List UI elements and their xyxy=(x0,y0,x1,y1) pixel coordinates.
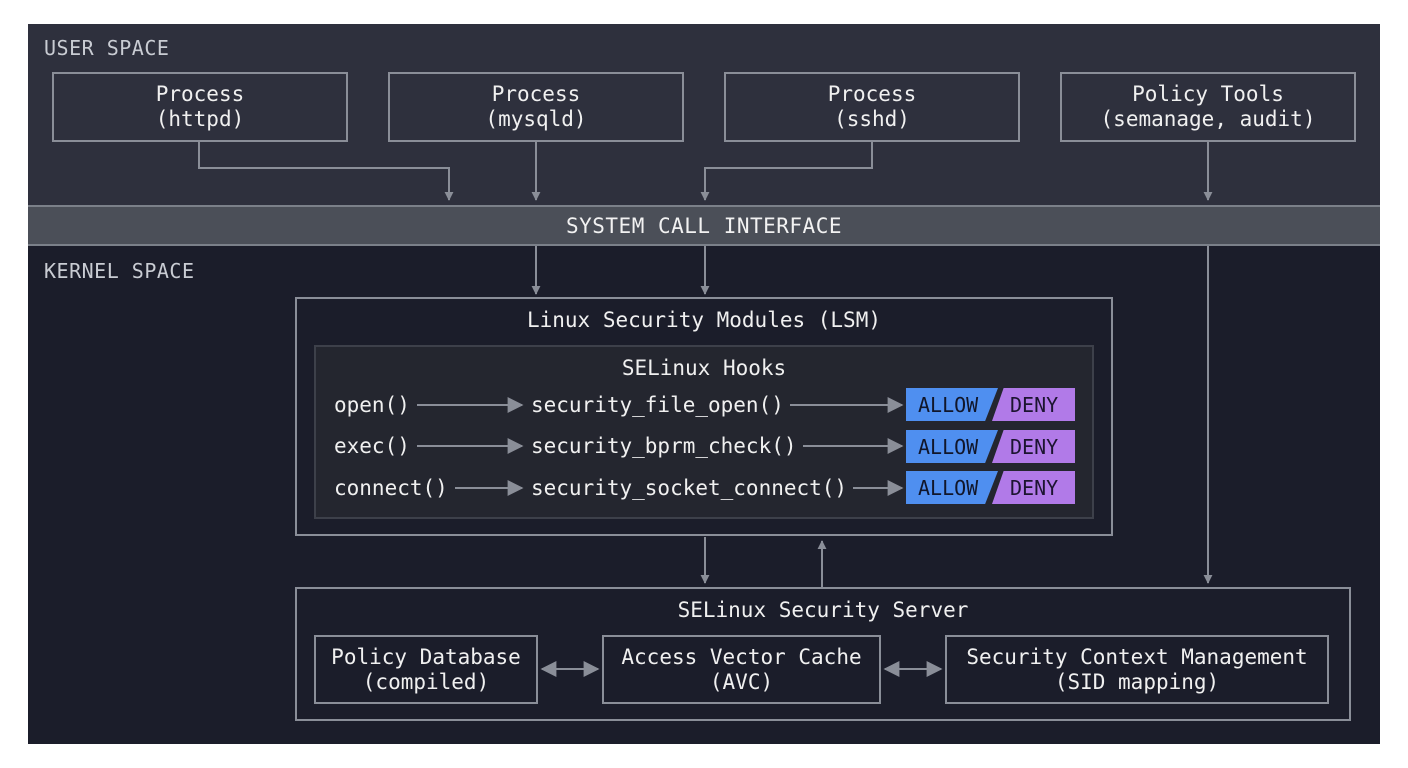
hook-function-socket-connect: security_socket_connect() xyxy=(531,476,848,500)
selinux-hooks-title: SELinux Hooks xyxy=(621,356,787,380)
user-space-label: USER SPACE xyxy=(44,36,170,60)
policy-tools-title: Policy Tools xyxy=(1132,82,1284,106)
decision-badge-open: ALLOW DENY xyxy=(906,388,1075,421)
kernel-space-label: KERNEL SPACE xyxy=(44,259,195,283)
process-sshd-title: Process xyxy=(827,82,917,106)
process-sshd-subtitle: (sshd) xyxy=(834,107,910,131)
lsm-title: Linux Security Modules (LSM) xyxy=(526,308,881,332)
access-vector-cache-box: Access Vector Cache (AVC) xyxy=(602,635,881,704)
hook-function-file-open: security_file_open() xyxy=(531,393,784,417)
process-mysqld-subtitle: (mysqld) xyxy=(485,107,587,131)
system-call-interface: SYSTEM CALL INTERFACE xyxy=(28,205,1380,246)
security-context-management-box: Security Context Management (SID mapping… xyxy=(945,635,1329,704)
security-server-box xyxy=(295,587,1351,721)
process-httpd-title: Process xyxy=(155,82,245,106)
deny-badge: DENY xyxy=(992,388,1075,421)
decision-badge-connect: ALLOW DENY xyxy=(906,471,1075,504)
allow-badge: ALLOW xyxy=(906,430,998,463)
process-httpd-box: Process (httpd) xyxy=(52,72,348,142)
avc-title: Access Vector Cache xyxy=(621,644,862,669)
policy-database-title: Policy Database xyxy=(331,644,521,669)
policy-database-box: Policy Database (compiled) xyxy=(314,635,538,704)
deny-badge: DENY xyxy=(992,471,1075,504)
hook-call-connect: connect() xyxy=(334,476,448,500)
process-mysqld-title: Process xyxy=(491,82,581,106)
sid-management-subtitle: (SID mapping) xyxy=(1054,669,1220,694)
sid-management-title: Security Context Management xyxy=(966,644,1308,669)
process-httpd-subtitle: (httpd) xyxy=(155,107,245,131)
policy-database-subtitle: (compiled) xyxy=(362,669,490,694)
system-call-interface-label: SYSTEM CALL INTERFACE xyxy=(565,213,842,238)
security-server-title: SELinux Security Server xyxy=(677,598,969,622)
policy-tools-subtitle: (semanage, audit) xyxy=(1100,107,1316,131)
decision-badge-exec: ALLOW DENY xyxy=(906,430,1075,463)
policy-tools-box: Policy Tools (semanage, audit) xyxy=(1060,72,1356,142)
hook-call-open: open() xyxy=(334,393,410,417)
allow-badge: ALLOW xyxy=(906,388,998,421)
allow-badge: ALLOW xyxy=(906,471,998,504)
process-mysqld-box: Process (mysqld) xyxy=(388,72,684,142)
hook-function-bprm-check: security_bprm_check() xyxy=(531,434,797,458)
avc-subtitle: (AVC) xyxy=(709,669,774,694)
deny-badge: DENY xyxy=(992,430,1075,463)
process-sshd-box: Process (sshd) xyxy=(724,72,1020,142)
hook-call-exec: exec() xyxy=(334,434,410,458)
